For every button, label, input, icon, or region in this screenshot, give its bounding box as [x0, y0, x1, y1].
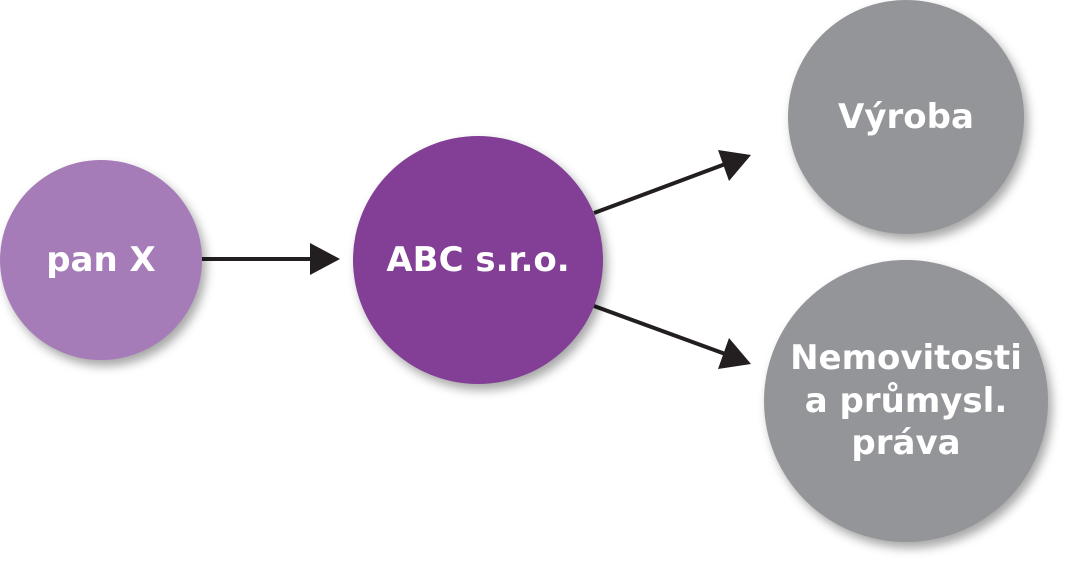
node-vyroba-label: Výroba — [838, 96, 974, 137]
arrow-abc-vyroba-line — [593, 161, 729, 215]
node-nemovitosti-label-line-2: a průmysl. — [804, 380, 1008, 421]
node-nemovitosti: Nemovitosti a průmysl. práva — [764, 260, 1048, 542]
node-pan-x: pan X — [0, 160, 202, 360]
arrow-abc-nemovitosti-line — [593, 304, 729, 357]
arrow-panx-abc-head — [310, 243, 340, 275]
node-abc-sro: ABC s.r.o. — [353, 136, 603, 384]
arrow-abc-nemovitosti-head — [718, 338, 751, 369]
arrow-abc-vyroba-head — [718, 150, 751, 181]
node-pan-x-label: pan X — [46, 239, 156, 280]
node-nemovitosti-label-line-1: Nemovitosti — [790, 338, 1022, 379]
node-nemovitosti-label: Nemovitosti a průmysl. práva — [790, 337, 1022, 465]
node-abc-sro-label: ABC s.r.o. — [386, 239, 570, 280]
node-vyroba: Výroba — [788, 0, 1024, 234]
node-nemovitosti-label-line-3: práva — [851, 423, 961, 464]
